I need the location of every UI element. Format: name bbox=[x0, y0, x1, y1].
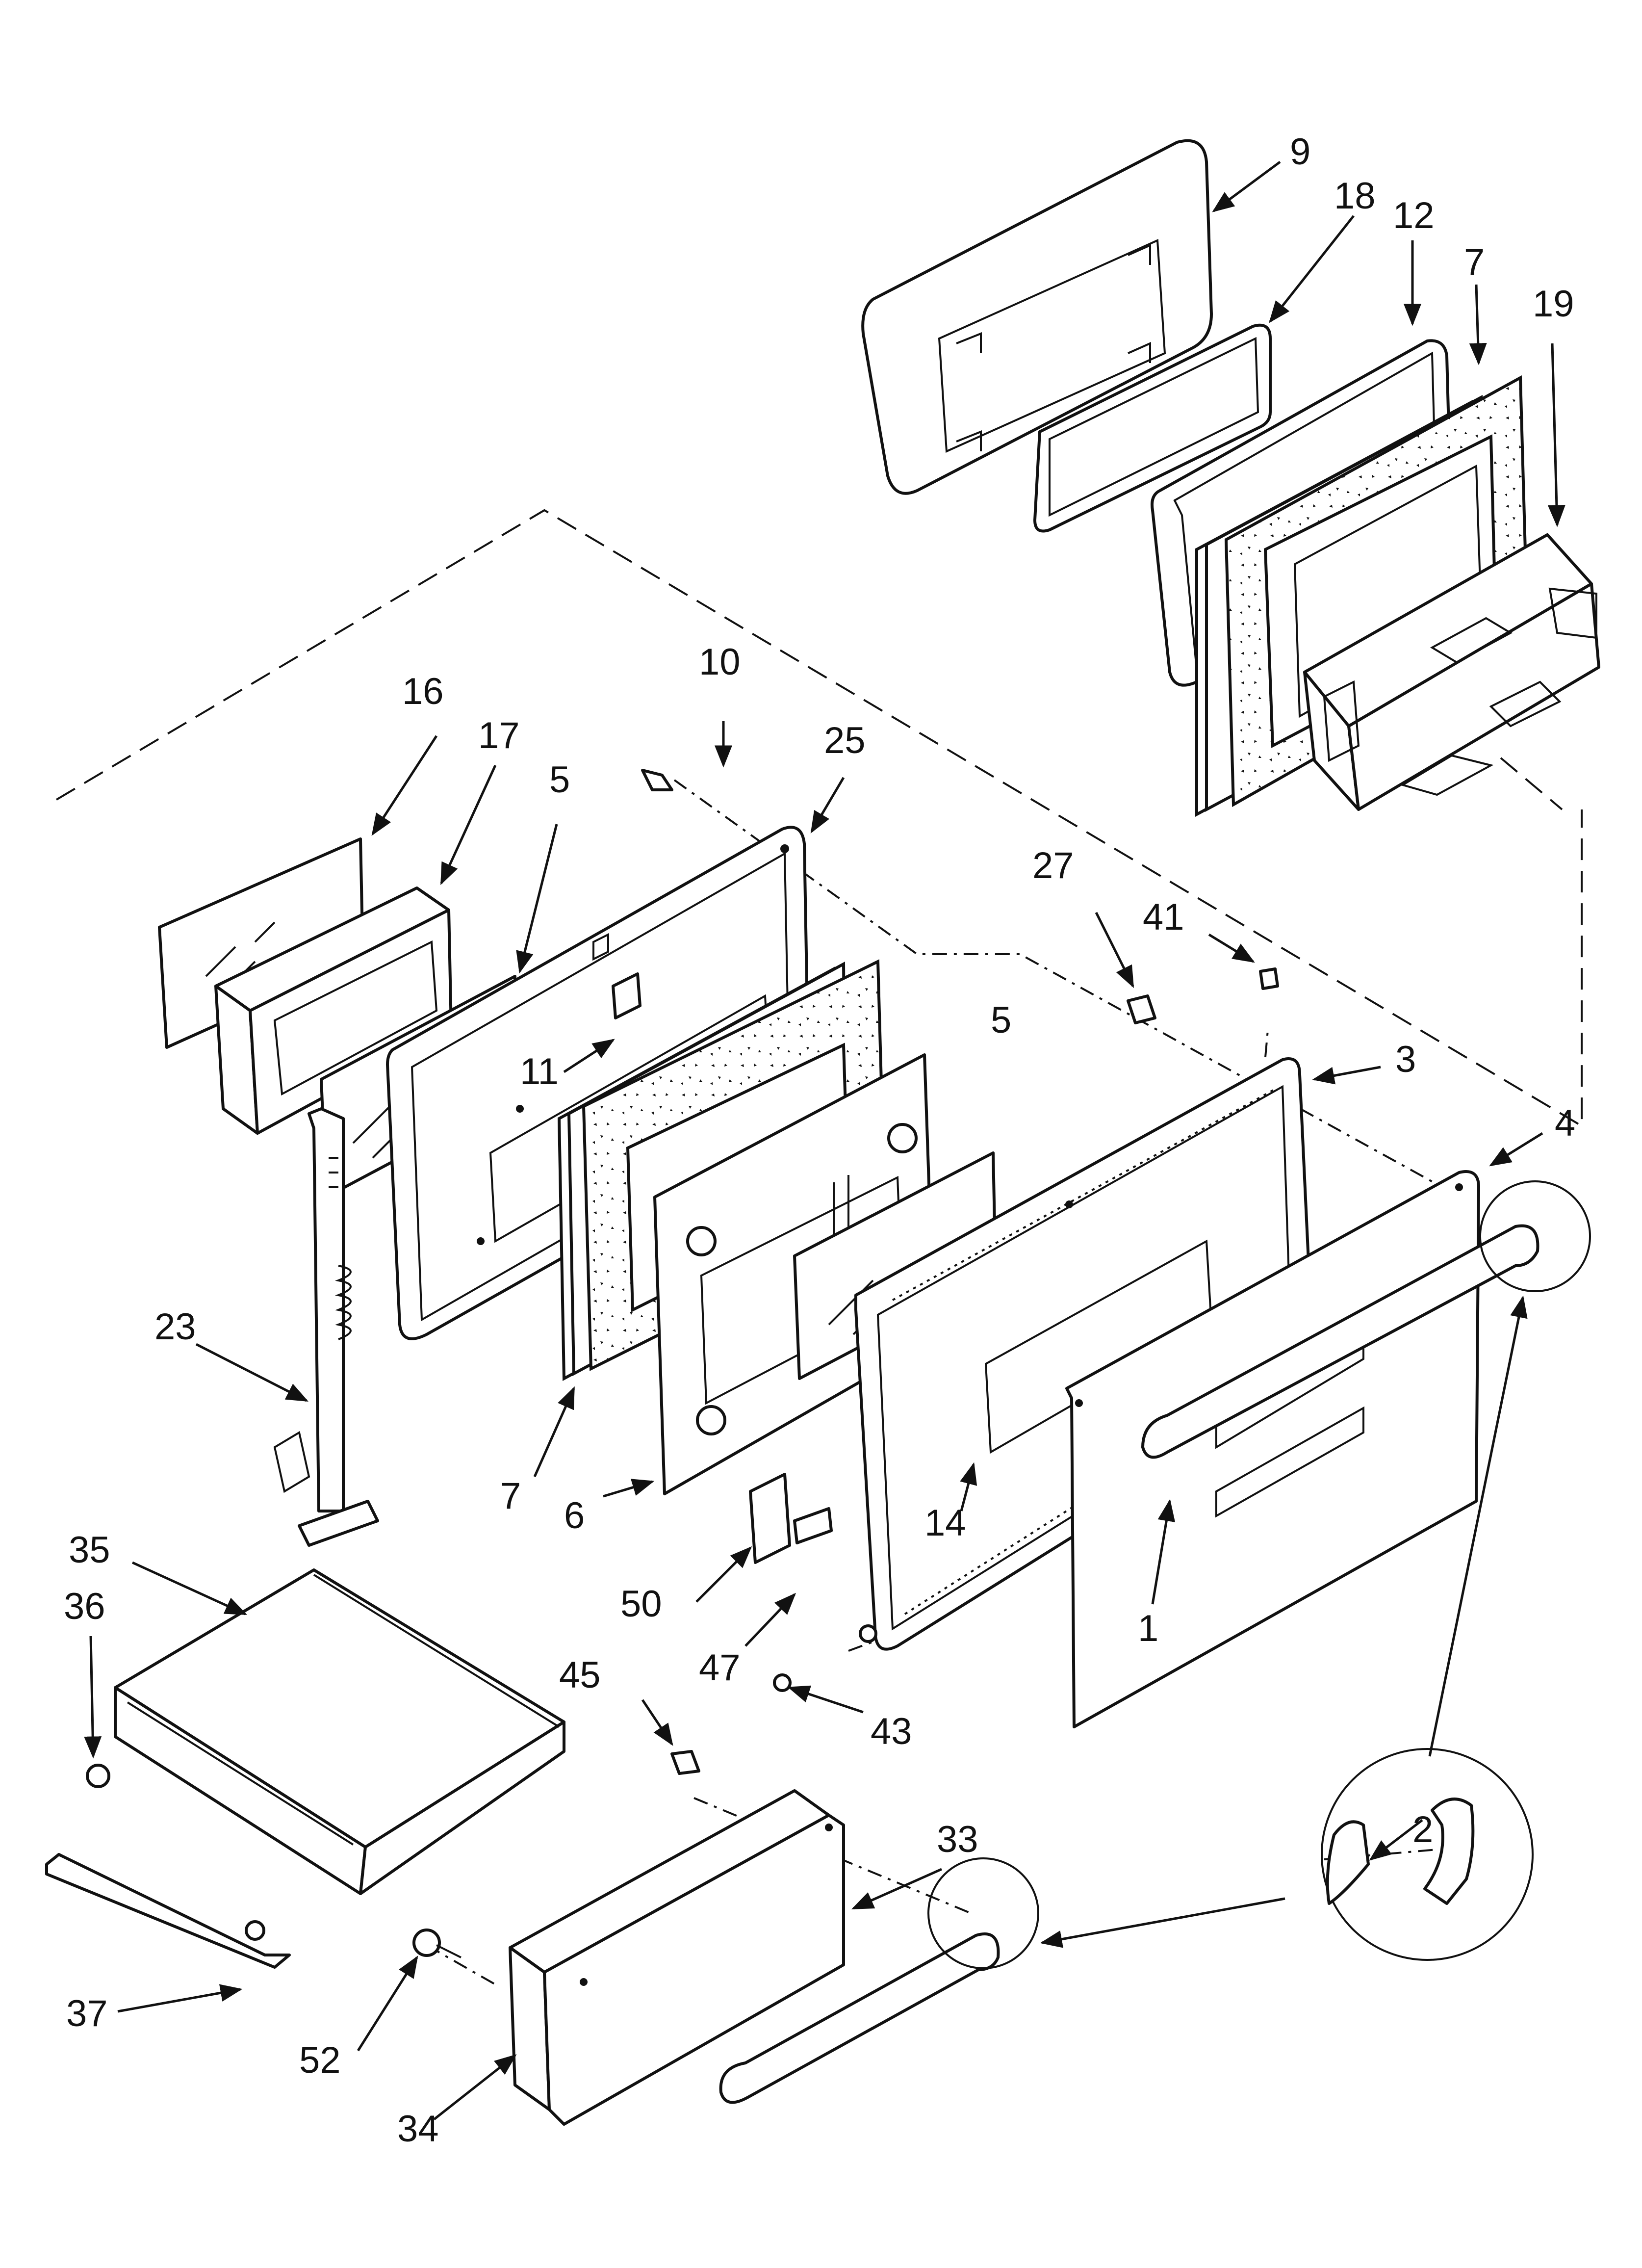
vent-duct-part-19 bbox=[1303, 533, 1600, 811]
glass-spacer-part-17 bbox=[214, 886, 453, 1135]
callout-23: 23 bbox=[154, 1306, 196, 1348]
callout-19: 19 bbox=[1533, 283, 1574, 325]
callout-18: 18 bbox=[1334, 175, 1376, 217]
callout-1: 1 bbox=[1138, 1608, 1158, 1649]
callout-43: 43 bbox=[871, 1711, 912, 1752]
drawer-slide-part-37 bbox=[45, 1853, 291, 1969]
screw-part-10 bbox=[641, 769, 673, 791]
window-gasket-part-18 bbox=[1033, 323, 1272, 533]
handle-detail-circle-bottom bbox=[927, 1857, 1039, 1969]
callout-9: 9 bbox=[1290, 131, 1310, 173]
callout-7-middle: 7 bbox=[500, 1475, 521, 1517]
leader-lines bbox=[84, 160, 1565, 2120]
spacer-part-27 bbox=[1127, 994, 1156, 1024]
callout-33: 33 bbox=[937, 1819, 978, 1860]
door-handle-part-1 bbox=[1141, 1224, 1539, 1459]
handle-detail-circle-top bbox=[1479, 1180, 1591, 1292]
callout-37: 37 bbox=[66, 1993, 108, 2034]
callout-41: 41 bbox=[1143, 896, 1184, 938]
callout-14: 14 bbox=[924, 1502, 966, 1544]
drawer-body-part-35 bbox=[114, 1568, 565, 1895]
drawer-roller-part-36 bbox=[86, 1764, 110, 1788]
callout-6: 6 bbox=[564, 1495, 585, 1537]
screw-part-45 bbox=[670, 1750, 700, 1775]
callout-4: 4 bbox=[1555, 1102, 1575, 1144]
callout-36: 36 bbox=[64, 1586, 105, 1627]
callout-16: 16 bbox=[402, 671, 444, 712]
callout-35: 35 bbox=[69, 1529, 110, 1571]
callout-50: 50 bbox=[620, 1583, 662, 1625]
bracket-part-50 bbox=[749, 1473, 791, 1564]
callout-10: 10 bbox=[699, 641, 741, 683]
callout-12: 12 bbox=[1393, 195, 1435, 236]
handle-end-magnified-detail bbox=[1321, 1748, 1534, 1961]
drawer-knob-part-52 bbox=[412, 1929, 462, 1958]
callout-11: 11 bbox=[520, 1051, 559, 1093]
callout-47: 47 bbox=[699, 1647, 741, 1689]
drawer-front-panel-part-33 bbox=[543, 1814, 845, 2126]
outer-door-panel-part-9 bbox=[861, 139, 1213, 495]
drawer-handle bbox=[719, 1932, 1000, 2104]
block-part-47 bbox=[793, 1507, 833, 1544]
hinge-part-23 bbox=[273, 1107, 379, 1547]
callout-52: 52 bbox=[299, 2039, 341, 2081]
screw-part-41 bbox=[1259, 967, 1279, 990]
plug-part-43 bbox=[773, 1673, 792, 1692]
callout-2: 2 bbox=[1412, 1809, 1433, 1851]
callout-5-middle: 5 bbox=[991, 999, 1011, 1041]
callout-7-top: 7 bbox=[1464, 241, 1485, 283]
callout-25: 25 bbox=[824, 720, 866, 761]
callout-17: 17 bbox=[478, 715, 520, 756]
clip-part-11 bbox=[612, 972, 641, 1019]
callout-3: 3 bbox=[1395, 1039, 1416, 1080]
callout-27: 27 bbox=[1032, 845, 1074, 886]
callout-45: 45 bbox=[559, 1654, 601, 1696]
callout-5-left: 5 bbox=[549, 759, 570, 801]
callout-34: 34 bbox=[397, 2108, 439, 2150]
callout-labels: 9 18 12 7 19 10 25 16 17 5 27 41 5 3 4 1… bbox=[64, 131, 1575, 2150]
